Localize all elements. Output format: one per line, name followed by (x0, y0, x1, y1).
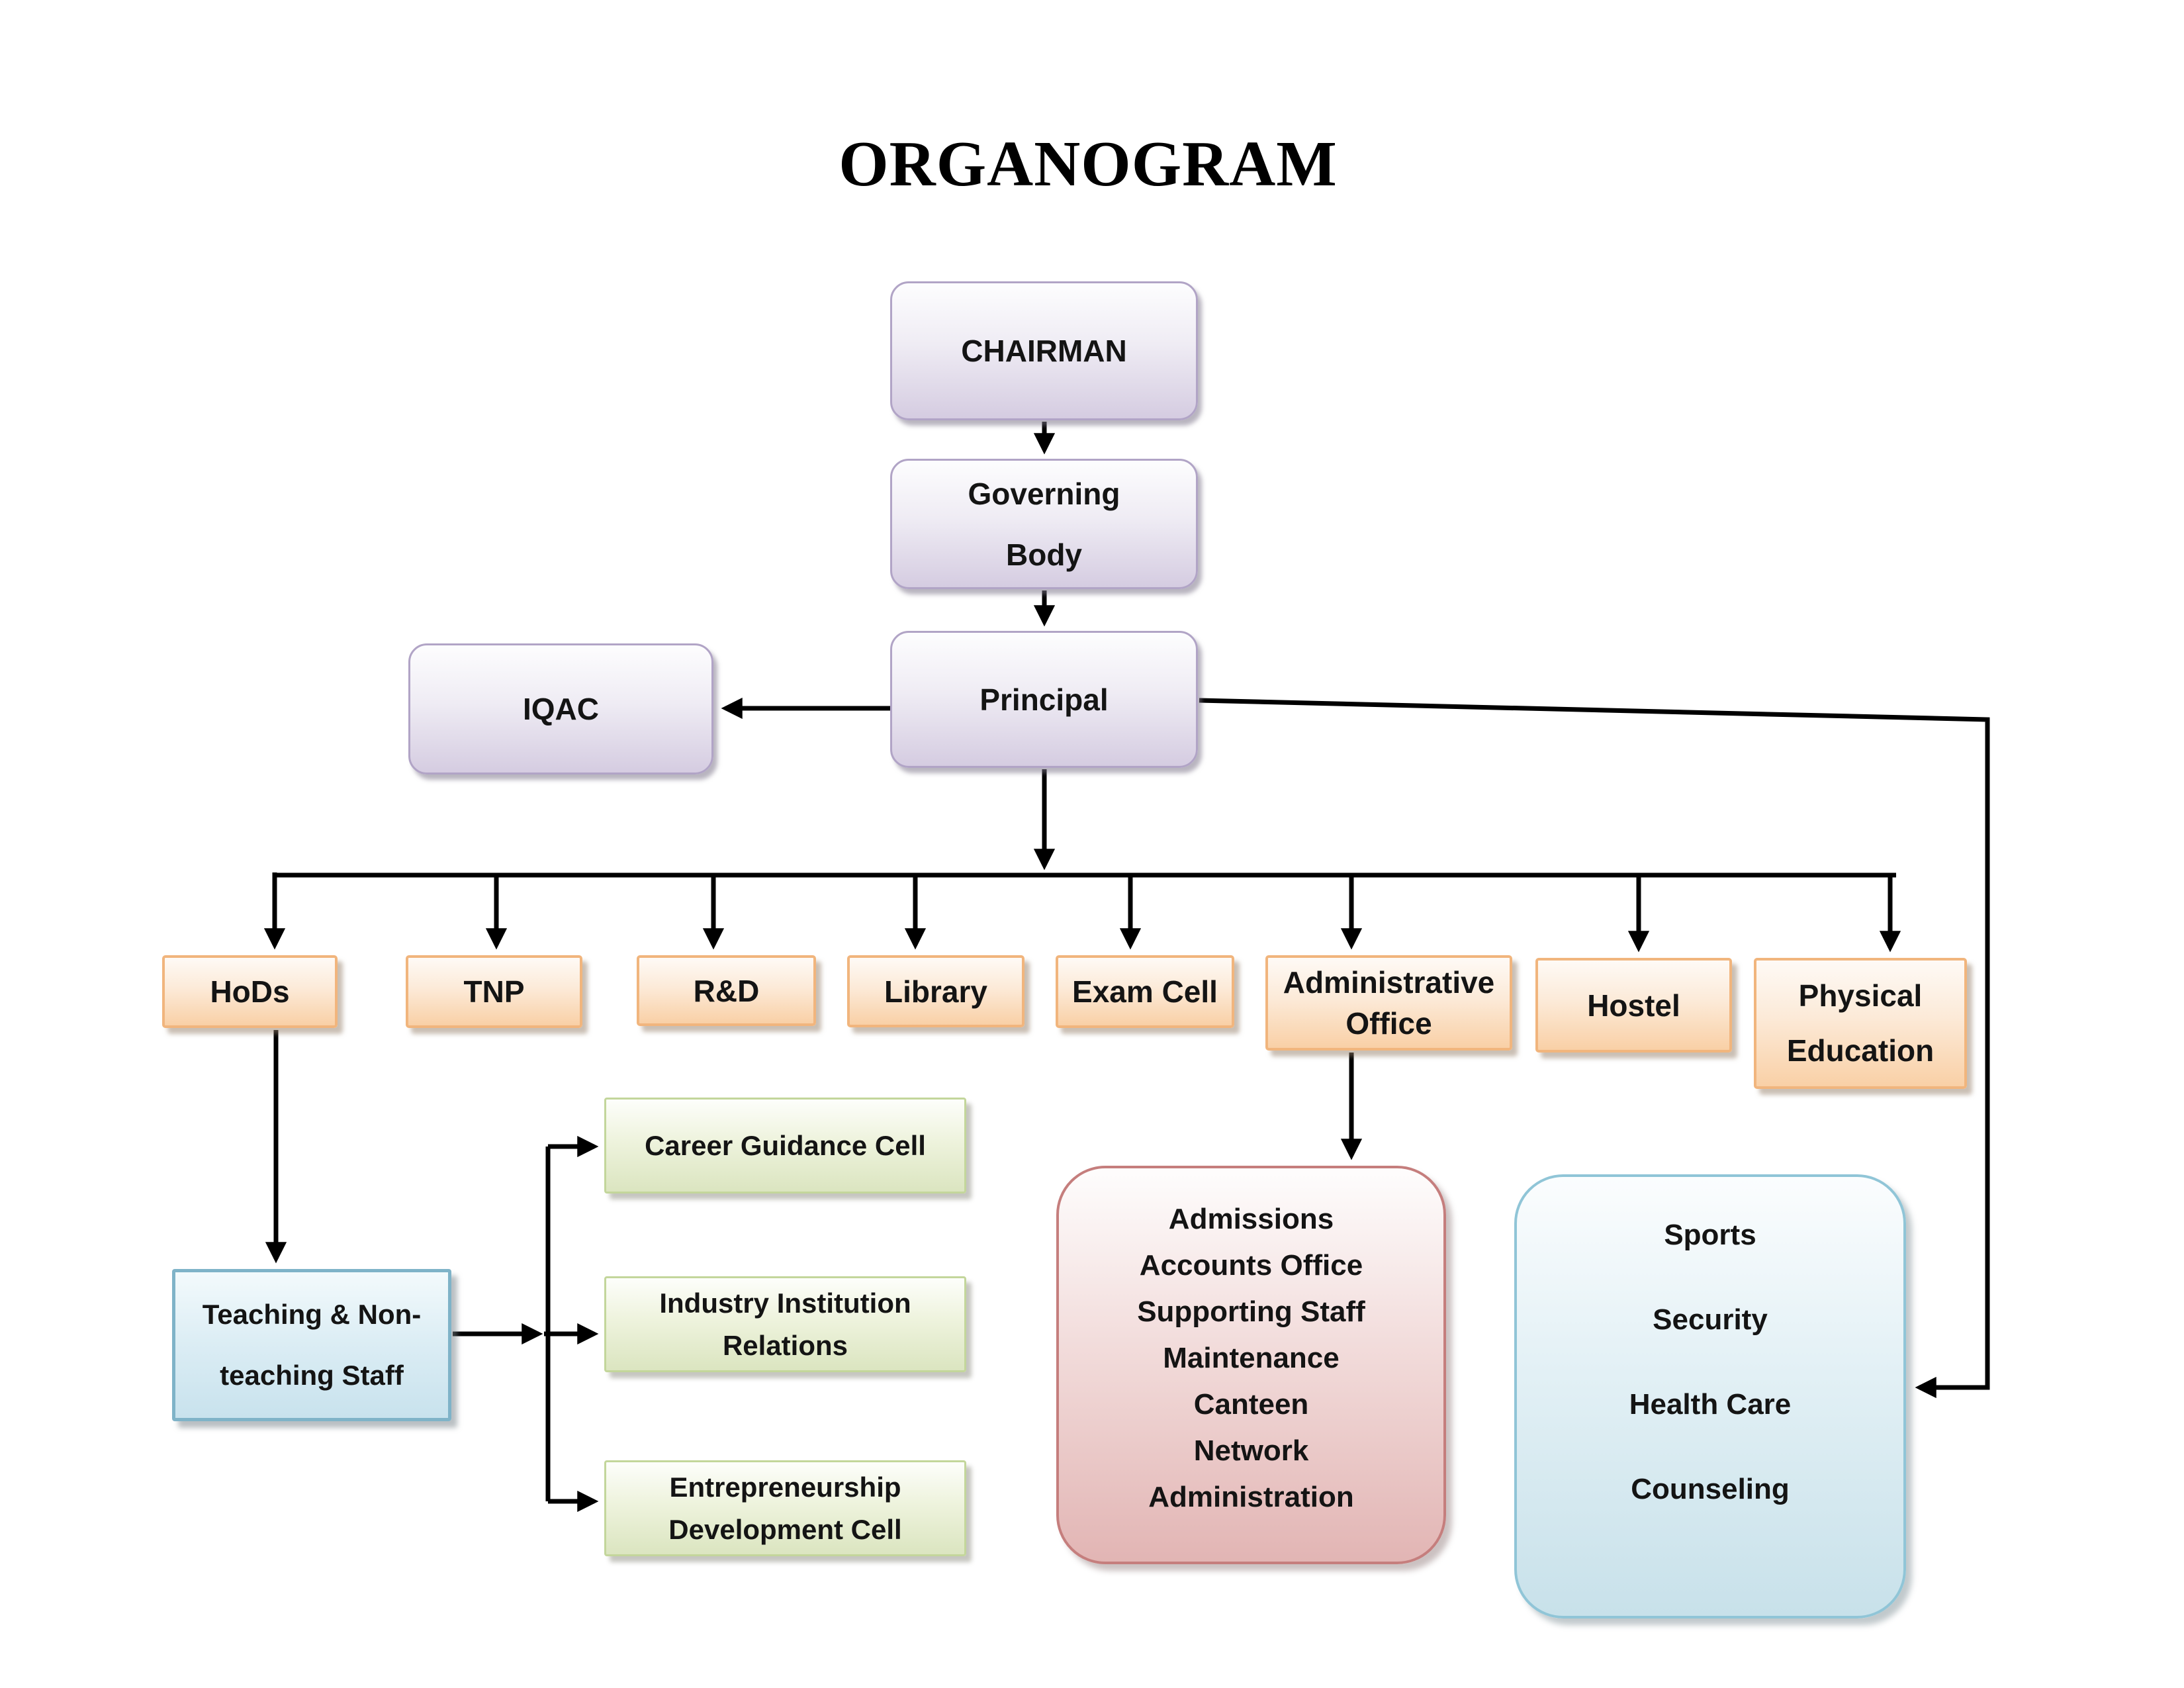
tnp-label: TNP (463, 974, 525, 1009)
admin-functions-list: Admissions Accounts Office Supporting St… (1059, 1196, 1443, 1521)
exam-cell-label: Exam Cell (1072, 974, 1218, 1009)
library-label: Library (884, 974, 987, 1009)
principal-label: Principal (979, 682, 1109, 717)
page-title: ORGANOGRAM (839, 128, 1338, 199)
list-item: Admissions (1168, 1203, 1334, 1235)
list-item: Canteen (1193, 1388, 1309, 1421)
exam-cell-box: Exam Cell (1056, 955, 1234, 1028)
list-item: Sports (1664, 1219, 1756, 1251)
admin-functions-box: Admissions Accounts Office Supporting St… (1056, 1166, 1446, 1564)
hostel-box: Hostel (1535, 958, 1732, 1053)
student-services-box: Sports Security Health Care Counseling (1514, 1174, 1906, 1618)
student-services-list: Sports Security Health Care Counseling (1517, 1193, 1903, 1532)
career-guidance-label: Career Guidance Cell (645, 1129, 926, 1161)
library-box: Library (847, 955, 1024, 1027)
career-guidance-box: Career Guidance Cell (604, 1098, 966, 1194)
governing-body-label: Governing Body (968, 476, 1120, 572)
teaching-staff-label: Teaching & Non- teaching Staff (202, 1298, 422, 1391)
tnp-box: TNP (406, 955, 582, 1028)
rnd-box: R&D (637, 955, 816, 1026)
arrow-principal-services (1199, 698, 1990, 1399)
administrative-office-box: Administrative Office (1265, 955, 1512, 1051)
list-item: Supporting Staff (1137, 1295, 1365, 1328)
industry-relations-label: Industry Institution Relations (659, 1287, 911, 1361)
list-item: Administration (1148, 1481, 1354, 1513)
hostel-label: Hostel (1587, 988, 1680, 1023)
hods-label: HoDs (210, 974, 290, 1009)
rnd-label: R&D (693, 973, 760, 1008)
teaching-staff-box: Teaching & Non- teaching Staff (172, 1269, 451, 1421)
administrative-office-label: Administrative Office (1283, 964, 1495, 1041)
iqac-label: IQAC (523, 692, 599, 726)
industry-relations-box: Industry Institution Relations (604, 1276, 966, 1372)
chairman-label: CHAIRMAN (961, 334, 1127, 368)
list-item: Health Care (1629, 1388, 1792, 1421)
list-item: Network (1193, 1434, 1309, 1467)
list-item: Accounts Office (1139, 1249, 1363, 1282)
iqac-box: IQAC (408, 643, 713, 774)
entrepreneurship-cell-label: Entrepreneurship Development Cell (668, 1471, 902, 1545)
governing-body-box: Governing Body (890, 459, 1198, 589)
entrepreneurship-cell-box: Entrepreneurship Development Cell (604, 1460, 966, 1556)
list-item: Maintenance (1163, 1342, 1340, 1374)
list-item: Counseling (1631, 1473, 1790, 1505)
physical-education-box: Physical Education (1754, 958, 1967, 1089)
chairman-box: CHAIRMAN (890, 281, 1198, 420)
principal-box: Principal (890, 631, 1198, 768)
list-item: Security (1653, 1303, 1768, 1336)
hods-box: HoDs (162, 955, 338, 1028)
physical-education-label: Physical Education (1786, 978, 1934, 1068)
